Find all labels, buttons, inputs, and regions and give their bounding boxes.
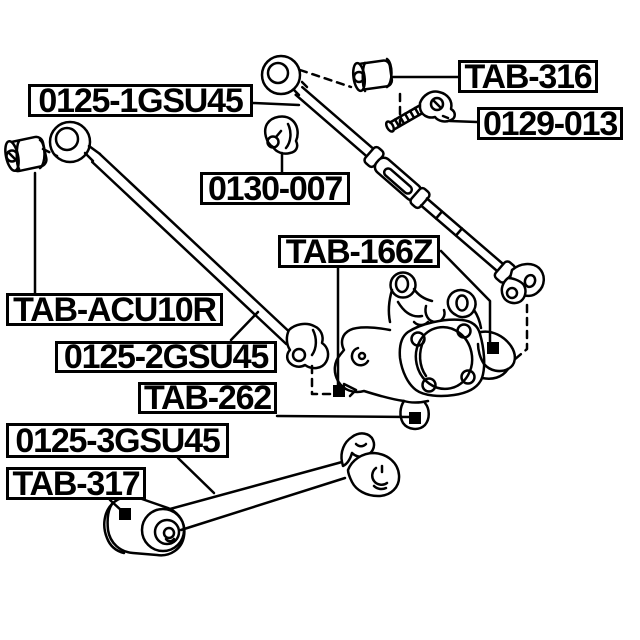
assembly-dashed-lines: [41, 68, 529, 396]
knuckle-drawing: [333, 271, 517, 431]
part-label-tab-166z: TAB-166Z: [278, 235, 440, 268]
part-label-0125-3gsu45: 0125-3GSU45: [6, 423, 229, 458]
part-label-0125-1gsu45: 0125-1GSU45: [28, 84, 253, 117]
attachment-point-markers: [119, 342, 499, 520]
tab-316-bushing-drawing: [351, 57, 394, 93]
attachment-point-marker: [409, 412, 421, 424]
0130-007-bushing-drawing: [264, 115, 299, 155]
part-label-tab-acu10r: TAB-ACU10R: [6, 293, 223, 326]
leader-lines: [33, 75, 492, 513]
part-label-tab-317: TAB-317: [6, 467, 146, 500]
part-label-0129-013: 0129-013: [477, 107, 623, 140]
tab-acu10r-bushing-drawing: [4, 135, 48, 173]
part-label-0130-007: 0130-007: [200, 172, 350, 205]
part-label-tab-262: TAB-262: [138, 382, 277, 414]
attachment-point-marker: [333, 385, 345, 397]
part-label-0125-2gsu45: 0125-2GSU45: [55, 341, 277, 373]
cam-bolt-drawing: [384, 90, 456, 133]
part-label-tab-316: TAB-316: [458, 60, 598, 93]
upper-lateral-rod-drawing: [260, 54, 545, 305]
attachment-point-marker: [119, 508, 131, 520]
trailing-arm-drawing: [103, 432, 401, 557]
attachment-point-marker: [487, 342, 499, 354]
lower-lateral-rod-drawing: [48, 120, 330, 370]
